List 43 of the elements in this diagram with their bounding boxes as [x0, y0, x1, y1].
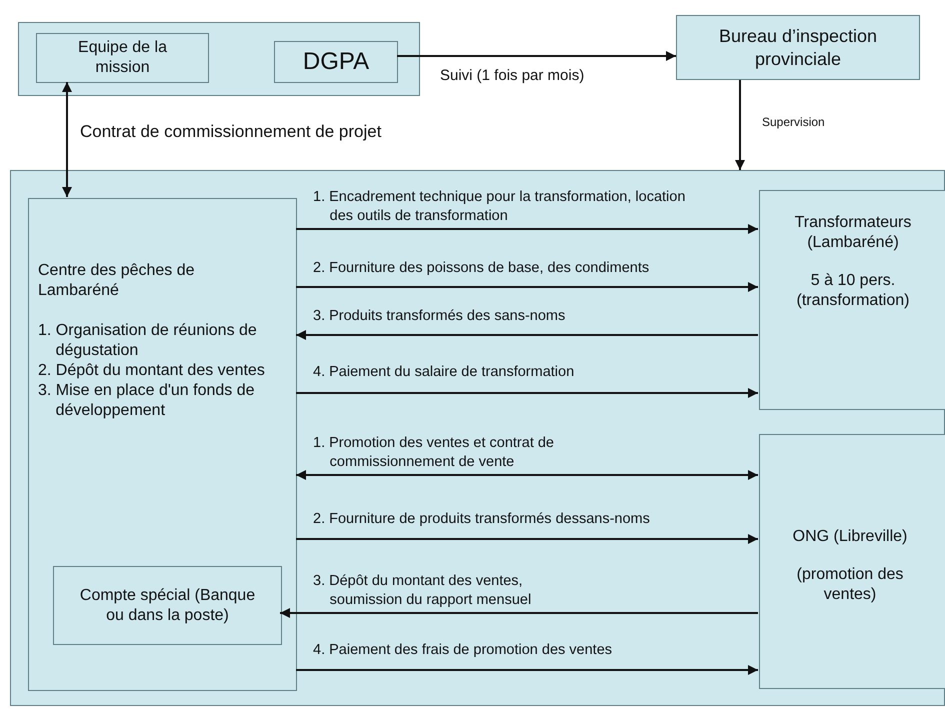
node-text: (promotion des ventes): [796, 565, 904, 605]
special-account-box: [53, 566, 282, 645]
arrow: [280, 608, 758, 618]
numbered-item: 2. Dépôt du montant des ventes: [38, 361, 266, 381]
edge-label: 1. Encadrement technique pour la transformation, location des outils de transformation: [313, 188, 686, 226]
fishing-centre-box: [28, 198, 297, 691]
node-title: ONG (Libreville): [792, 527, 908, 547]
edge-label: 3. Produits transformés des sans-noms: [313, 307, 566, 326]
node-title: Centre des pêches de Lambaréné: [38, 261, 196, 301]
arrow: [296, 665, 758, 675]
arrow: [296, 224, 758, 234]
group-panel: [18, 22, 420, 96]
arrow: [397, 51, 676, 61]
arrow: [296, 534, 758, 544]
node-title: Bureau d’inspection provinciale: [718, 25, 878, 70]
numbered-item: 1. Organisation de réunions de dégustation: [38, 321, 258, 361]
numbered-item: 3. Mise en place d'un fonds de développement: [38, 381, 256, 421]
edge-label: Suivi (1 fois par mois): [440, 66, 586, 86]
agency-box: [274, 41, 398, 83]
team-box: [36, 33, 209, 83]
node-title: DGPA: [302, 47, 370, 77]
edge-label: 4. Paiement du salaire de transformation: [313, 363, 576, 382]
edge-label: 2. Fourniture de produits transformés dessans-noms: [313, 510, 651, 529]
arrow: [296, 470, 758, 480]
edge-label: 2. Fourniture des poissons de base, des condiments: [313, 259, 650, 278]
node-title: Transformateurs (Lambaréné): [794, 213, 912, 253]
arrow: [735, 80, 745, 170]
edge-label: 3. Dépôt du montant des ventes, soumission du rapport mensuel: [313, 572, 532, 610]
edge-label: Supervision: [762, 115, 826, 131]
arrow: [62, 82, 72, 197]
edge-label: 1. Promotion des ventes et contrat de commissionnement de vente: [313, 434, 555, 472]
node-title: Equipe de la mission: [77, 38, 168, 78]
processors-box: [759, 190, 945, 410]
edge-label: 4. Paiement des frais de promotion des ventes: [313, 641, 614, 660]
arrow: [296, 282, 758, 292]
project-panel: [10, 170, 945, 706]
edge-label: Contrat de commissionnement de projet: [80, 121, 382, 143]
inspection-office-box: [676, 15, 920, 80]
node-text: 5 à 10 pers. (transformation): [796, 271, 910, 311]
ngo-box: [759, 434, 945, 689]
arrow: [296, 330, 758, 340]
arrow: [296, 388, 758, 398]
node-title: Compte spécial (Banque ou dans la poste): [78, 586, 256, 626]
